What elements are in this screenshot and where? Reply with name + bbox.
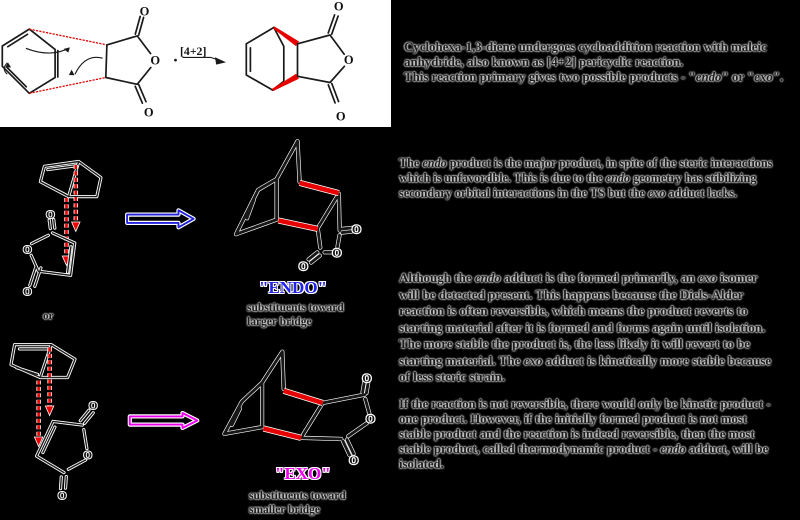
svg-text:O: O [362,373,371,385]
svg-text:O: O [84,449,93,461]
svg-text:O: O [366,414,375,426]
svg-text:O: O [349,455,358,467]
svg-text:O: O [336,109,346,123]
svg-text:O: O [89,400,98,412]
svg-text:O: O [299,261,308,273]
svg-text:O: O [23,244,32,256]
svg-text:O: O [140,4,150,18]
svg-text:O: O [344,53,354,67]
svg-text:O: O [352,224,361,236]
svg-text:O: O [332,247,341,259]
svg-text:O: O [46,209,55,221]
svg-text:O: O [144,105,154,119]
svg-text:O: O [58,490,67,502]
svg-text:O: O [334,0,344,14]
svg-text:[4+2]: [4+2] [180,44,206,58]
svg-text:O: O [150,54,160,68]
svg-text:O: O [23,286,32,298]
